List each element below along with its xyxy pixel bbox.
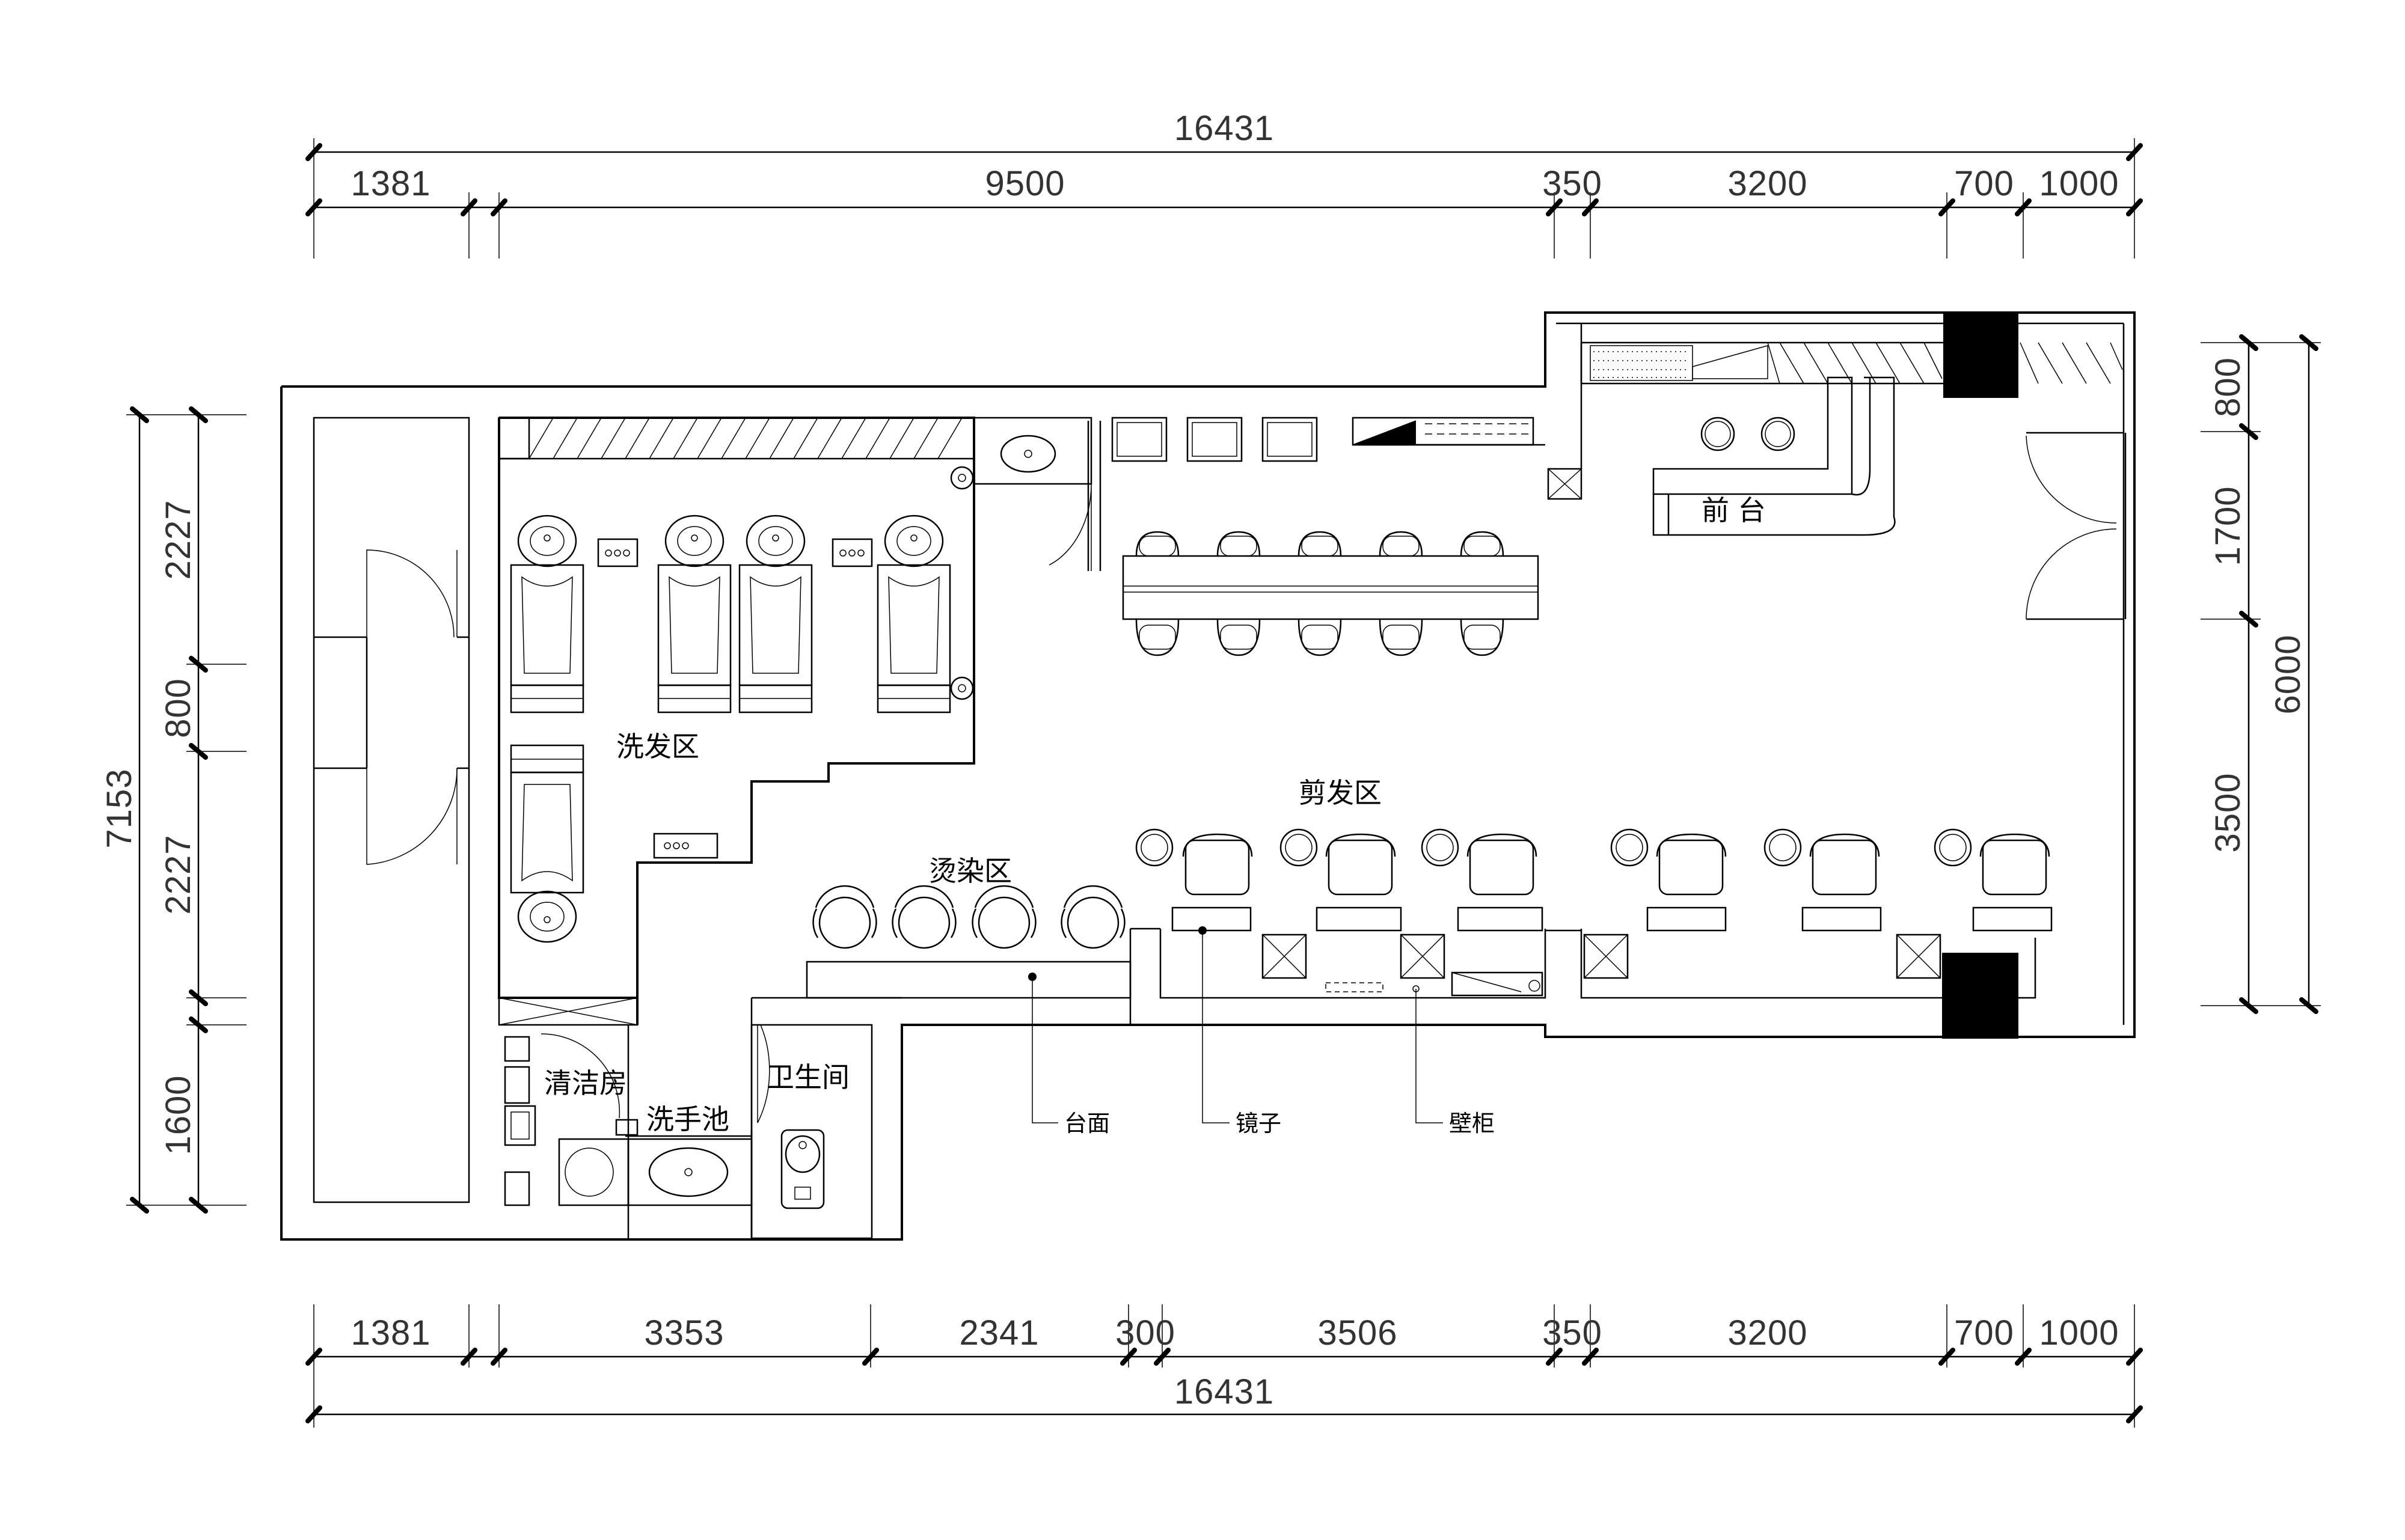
styling-station (1279, 828, 1396, 896)
styling-station (1135, 828, 1253, 896)
door-swing-lower (366, 768, 458, 865)
display-shelf (1111, 417, 1545, 462)
door-swing-upper (366, 549, 455, 638)
dim-right-3: 3500 (2208, 772, 2247, 852)
dim-left-3: 2227 (159, 834, 198, 914)
shampoo-chair (510, 744, 584, 943)
callout-label-cabinet: 壁柜 (1449, 1110, 1495, 1137)
dim-top-2: 9500 (985, 164, 1065, 203)
dim-bottom-7: 3200 (1727, 1313, 1807, 1352)
dimension-right: 800 1700 3500 6000 (2201, 334, 2321, 1014)
perm-dryer (892, 885, 957, 949)
dim-bottom-6: 350 (1542, 1313, 1602, 1352)
shampoo-chair (657, 515, 732, 713)
dim-top-total: 16431 (1174, 109, 1274, 148)
dim-right-1: 800 (2208, 357, 2247, 417)
callout-label-mirror: 镜子 (1236, 1110, 1281, 1137)
dim-bottom-8: 700 (1954, 1313, 2014, 1352)
zone-label-cleaning: 清洁房 (544, 1067, 627, 1099)
perm-dryer (1061, 885, 1126, 949)
dim-bottom-2: 3353 (644, 1313, 724, 1352)
dim-left-total: 7153 (100, 768, 139, 848)
perm-dryer (972, 885, 1037, 949)
dim-right-2: 1700 (2208, 486, 2247, 566)
callout-counter: 台面 (1032, 977, 1110, 1137)
service-rooms (498, 997, 902, 1239)
dim-bottom-total: 16431 (1174, 1372, 1274, 1411)
exterior-walls (280, 311, 2136, 1241)
dimension-top: 16431 1381 9500 350 3200 700 1000 (305, 109, 2143, 258)
dim-top-1: 1381 (351, 164, 430, 203)
shampoo-chair (738, 515, 813, 713)
zone-label-cut: 剪发区 (1299, 777, 1382, 809)
styling-station (1763, 828, 1880, 896)
wash-area (498, 417, 1101, 999)
dim-bottom-9: 1000 (2039, 1313, 2119, 1352)
styling-station (1934, 828, 2050, 896)
dim-bottom-1: 1381 (351, 1313, 430, 1352)
shampoo-chair (510, 515, 584, 713)
zone-label-toilet: 卫生间 (767, 1061, 850, 1093)
styling-station (1610, 828, 1727, 896)
dimension-left: 7153 2227 800 2227 1600 (100, 406, 247, 1214)
dim-bottom-5: 3506 (1317, 1313, 1397, 1352)
zone-label-handwash: 洗手池 (646, 1103, 729, 1135)
perm-dryer (812, 885, 877, 949)
waiting-bench (1122, 531, 1539, 656)
callout-label-counter: 台面 (1064, 1110, 1110, 1137)
dim-top-6: 1000 (2039, 164, 2119, 203)
dim-top-4: 3200 (1727, 164, 1807, 203)
dim-bottom-3: 2341 (959, 1313, 1039, 1352)
shampoo-chair (877, 515, 951, 713)
dimension-bottom: 1381 3353 2341 300 3506 350 3200 700 100… (305, 1304, 2143, 1428)
dim-right-total: 6000 (2269, 634, 2308, 714)
dim-bottom-4: 300 (1115, 1313, 1175, 1352)
left-corridor (313, 417, 470, 1203)
dim-top-5: 700 (1954, 164, 2014, 203)
callout-cabinet: 壁柜 (1415, 989, 1495, 1137)
styling-station (1421, 828, 1537, 896)
dim-top-3: 350 (1542, 164, 1602, 203)
dim-left-4: 1600 (159, 1075, 198, 1155)
zone-label-perm: 烫染区 (929, 855, 1012, 887)
callout-mirror: 镜子 (1202, 930, 1281, 1137)
cut-counter (1159, 906, 2053, 1039)
zone-label-reception: 前 台 (1702, 494, 1766, 527)
control-panel (597, 538, 873, 859)
dim-left-2: 800 (159, 678, 198, 738)
reception-area (1547, 313, 2127, 620)
zone-label-wash: 洗发区 (616, 730, 699, 763)
dim-left-1: 2227 (159, 500, 198, 579)
